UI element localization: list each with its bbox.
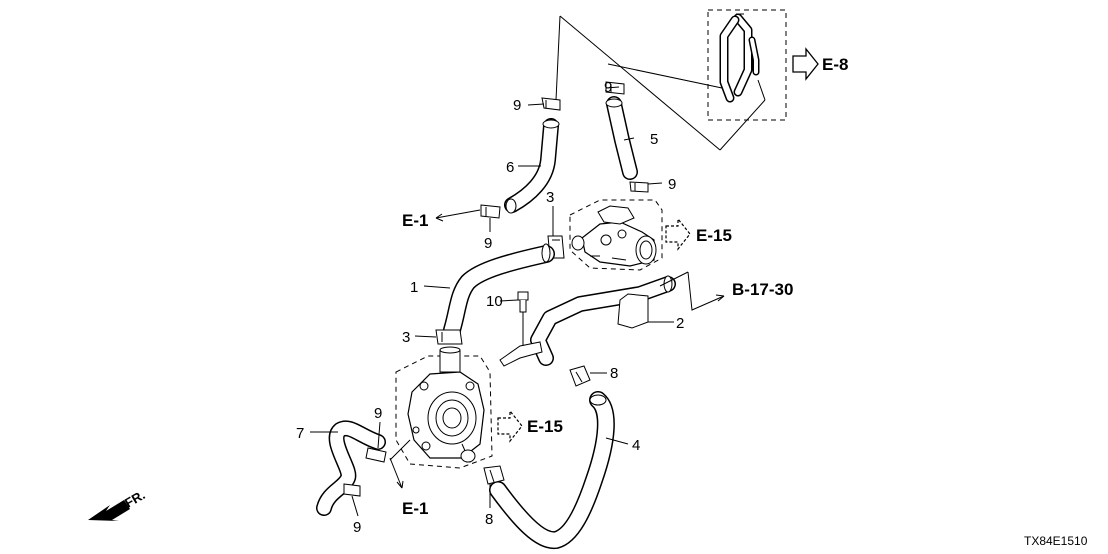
- hose-1: [443, 243, 555, 339]
- clamp-9-e1-top: [480, 204, 501, 219]
- clamp-3-lower: [435, 329, 463, 345]
- upper-thermostat-housing: [569, 199, 663, 271]
- upper-pipe-assembly: [707, 9, 787, 121]
- e15-bottom-arrow: [497, 409, 523, 443]
- ref-label-b17-30: B-17-30: [732, 280, 793, 299]
- front-arrow: [88, 500, 130, 521]
- callout-3: 3: [402, 329, 410, 346]
- hose-5: [605, 96, 638, 180]
- callout-4: 4: [632, 437, 640, 454]
- callout-9: 9: [374, 405, 382, 422]
- callout-9: 9: [513, 97, 521, 114]
- callout-8: 8: [610, 365, 618, 382]
- ref-label-e15: E-15: [527, 417, 563, 436]
- ref-label-e1: E-1: [402, 211, 428, 230]
- e8-arrow: [792, 47, 819, 81]
- callout-8: 8: [485, 511, 493, 528]
- callout-6: 6: [506, 159, 514, 176]
- callout-9: 9: [484, 235, 492, 252]
- hose-7: [316, 420, 386, 516]
- callout-2: 2: [676, 315, 684, 332]
- callout-1: 1: [410, 279, 418, 296]
- clamp-9-mid-right: [629, 181, 649, 193]
- callout-9: 9: [604, 79, 612, 96]
- diagram-code: TX84E1510: [1024, 534, 1088, 548]
- callout-7: 7: [296, 425, 304, 442]
- callout-5: 5: [650, 131, 658, 148]
- e15-top-arrow: [665, 217, 691, 251]
- clamp-9-top-left: [541, 97, 561, 111]
- ref-label-e1: E-1: [402, 499, 428, 518]
- callout-9: 9: [668, 176, 676, 193]
- hose-4: [489, 391, 615, 550]
- hose-6: [504, 118, 560, 214]
- callout-9: 9: [353, 519, 361, 536]
- callout-3: 3: [546, 189, 554, 206]
- clamp-9-lower-upper: [365, 447, 387, 463]
- ref-label-e15: E-15: [696, 226, 732, 245]
- clamp-8-lower: [483, 465, 505, 485]
- clamp-9-lower-bottom: [343, 483, 361, 497]
- ref-label-e8: E-8: [822, 55, 848, 74]
- pipe-2: [499, 275, 676, 367]
- lower-thermostat-housing: [395, 346, 493, 469]
- bolt-10: [517, 291, 529, 346]
- callout-10: 10: [486, 293, 503, 310]
- clamp-8-upper: [569, 365, 591, 387]
